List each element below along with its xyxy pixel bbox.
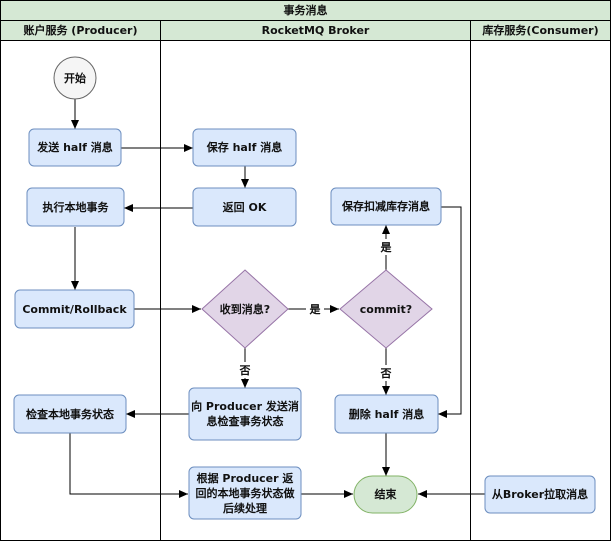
check-local-node-shape — [13, 394, 127, 434]
send-half-node-shape — [28, 128, 122, 167]
commit-rollback-node: Commit/Rollback — [22, 302, 127, 316]
return-ok-node-shape — [192, 187, 297, 227]
edge-check-followup — [69, 433, 188, 498]
received-decision: 收到消息? — [219, 302, 271, 316]
local-tx-node: 执行本地事务 — [42, 200, 109, 214]
lane-header-broker: RocketMQ Broker — [261, 24, 370, 37]
end-node-shape — [353, 475, 418, 514]
follow-up-node: 根据 Producer 返回的本地事务状态做后续处理 — [195, 471, 295, 515]
start-node-shape — [53, 56, 97, 100]
follow-up-node-shape — [188, 466, 302, 520]
nodes — [13, 56, 596, 520]
pool-title: 事务消息 — [283, 4, 328, 17]
received-decision-shape — [201, 269, 289, 349]
edge-label-yes-right: 是 — [306, 301, 324, 317]
start-node: 开始 — [64, 71, 86, 85]
pull-msg-node: 从Broker拉取消息 — [491, 488, 589, 501]
check-local-node: 检查本地事务状态 — [26, 407, 114, 421]
send-half-node: 发送 half 消息 — [37, 141, 113, 154]
edges — [69, 99, 485, 498]
lane-header-consumer: 库存服务(Consumer) — [482, 24, 599, 37]
return-ok-node: 返回 OK — [222, 200, 267, 214]
save-deduct-node: 保存扣减库存消息 — [342, 200, 430, 213]
delete-half-node-shape — [334, 394, 439, 434]
save-half-node: 保存 half 消息 — [206, 141, 283, 154]
lane-header-producer: 账户服务 (Producer) — [23, 24, 138, 37]
local-tx-node-shape — [26, 187, 125, 227]
commit-decision: commit? — [359, 302, 413, 316]
ask-producer-node: 向 Producer 发送消息检查事务状态 — [191, 400, 299, 428]
save-deduct-node-shape — [330, 187, 442, 226]
pull-msg-node-shape — [484, 475, 596, 514]
edge-label-no-received: 否 — [236, 362, 254, 378]
end-node: 结束 — [374, 488, 397, 501]
save-half-node-shape — [192, 128, 297, 167]
delete-half-node: 删除 half 消息 — [348, 407, 425, 421]
ask-producer-node-shape — [188, 387, 302, 441]
commit-rollback-node-shape — [14, 289, 135, 329]
edge-savededuct-delete — [438, 206, 462, 418]
commit-decision-shape — [339, 269, 433, 349]
edge-label-yes-up: 是 — [377, 239, 395, 255]
edge-label-no-commit: 否 — [377, 365, 395, 381]
